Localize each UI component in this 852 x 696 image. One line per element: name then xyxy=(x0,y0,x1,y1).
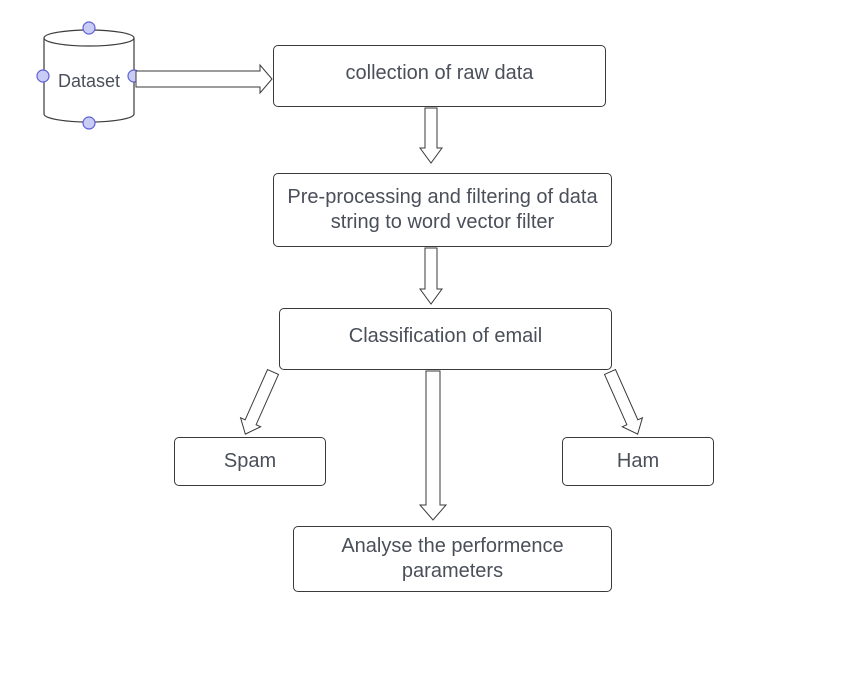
analyse-node[interactable]: Analyse the performence parameters xyxy=(293,526,612,592)
classification-node-label: Classification of email xyxy=(348,325,543,347)
analyse-node-label-line2: parameters xyxy=(401,560,504,582)
collection-node[interactable]: collection of raw data xyxy=(273,45,606,107)
arrow-collection-to-preprocessing[interactable] xyxy=(419,107,443,164)
ham-node[interactable]: Ham xyxy=(562,437,714,486)
arrow-preprocessing-to-classification[interactable] xyxy=(419,247,443,305)
preprocessing-node-label-line2: string to word vector filter xyxy=(330,211,555,233)
resize-handle-left[interactable] xyxy=(36,69,50,83)
dataset-label: Dataset xyxy=(57,71,121,91)
spam-node-label: Spam xyxy=(223,450,277,472)
resize-handle-bottom[interactable] xyxy=(82,116,96,130)
arrow-classification-to-analyse[interactable] xyxy=(418,370,448,521)
preprocessing-node-label-line1: Pre-processing and filtering of data xyxy=(287,186,598,208)
preprocessing-node[interactable]: Pre-processing and filtering of data str… xyxy=(273,173,612,247)
analyse-node-label-line1: Analyse the performence xyxy=(341,535,564,557)
ham-node-label: Ham xyxy=(616,450,660,472)
collection-node-label: collection of raw data xyxy=(345,62,534,84)
spam-node[interactable]: Spam xyxy=(174,437,326,486)
resize-handle-top[interactable] xyxy=(82,21,96,35)
arrow-dataset-to-collection[interactable] xyxy=(135,63,273,95)
classification-node[interactable]: Classification of email xyxy=(279,308,612,370)
arrow-classification-to-spam[interactable] xyxy=(235,368,283,439)
arrow-classification-to-ham[interactable] xyxy=(600,368,648,439)
